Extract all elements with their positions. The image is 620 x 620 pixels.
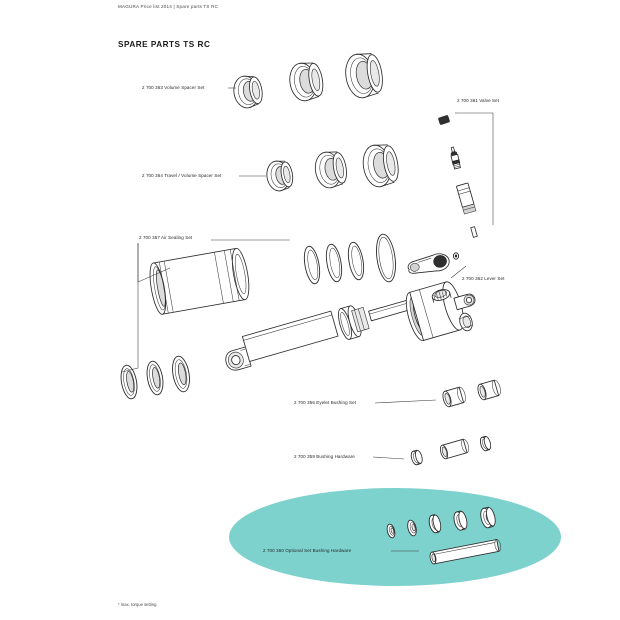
part-group-valve-set: [438, 112, 494, 238]
optional-set-highlight-ellipse: [229, 488, 561, 586]
page-title: SPARE PARTS TS RC: [118, 40, 211, 49]
leader-air-sealing-rings: [121, 243, 139, 373]
callout-bushing-hardware: 2 700 359 Bushing Hardware: [294, 454, 355, 459]
callout-optional-set-bushing-hardware: 2 700 360 Optional Set Bushing Hardware: [263, 548, 352, 553]
leader-eyelet-bushing-set: [374, 399, 437, 404]
callout-lever-set: 2 700 362 Lever Set: [462, 276, 505, 281]
part-group-o-rings: [303, 233, 396, 285]
part-group-optional-bushing-hardware: [386, 506, 502, 565]
leader-lever-set: [450, 265, 467, 279]
part-group-air-can: [149, 247, 250, 315]
leader-bushing-hardware: [372, 456, 405, 460]
callout-volume-spacer-set: 2 700 363 Volume Spacer Set: [142, 85, 205, 90]
part-group-air-sealing-rings: [120, 355, 190, 400]
part-group-bushing-hardware: [410, 435, 492, 466]
callout-air-sealing-set: 2 700 357 Air Sealing Set: [139, 235, 193, 240]
callout-leader-lines: [121, 87, 467, 552]
callout-travel-volume-spacer-set: 2 700 364 Travel / Volume Spacer Set: [142, 173, 222, 178]
part-group-travel-volume-spacer-set: [266, 144, 399, 192]
part-group-eyelet-bushing-set: [442, 379, 501, 408]
footnote-max-torque: * max. torque setting: [118, 602, 157, 607]
callout-valve-set: 2 700 361 Valve Set: [457, 98, 500, 103]
part-group-shock-assembly: [225, 281, 476, 371]
part-group-lever: [407, 252, 460, 274]
running-head: MAGURA Price list 2014 | Spare parts TS …: [118, 4, 219, 9]
part-group-volume-spacer-set: [233, 53, 383, 109]
callout-eyelet-bushing-set: 2 700 356 Eyelet Bushing Set: [294, 400, 357, 405]
